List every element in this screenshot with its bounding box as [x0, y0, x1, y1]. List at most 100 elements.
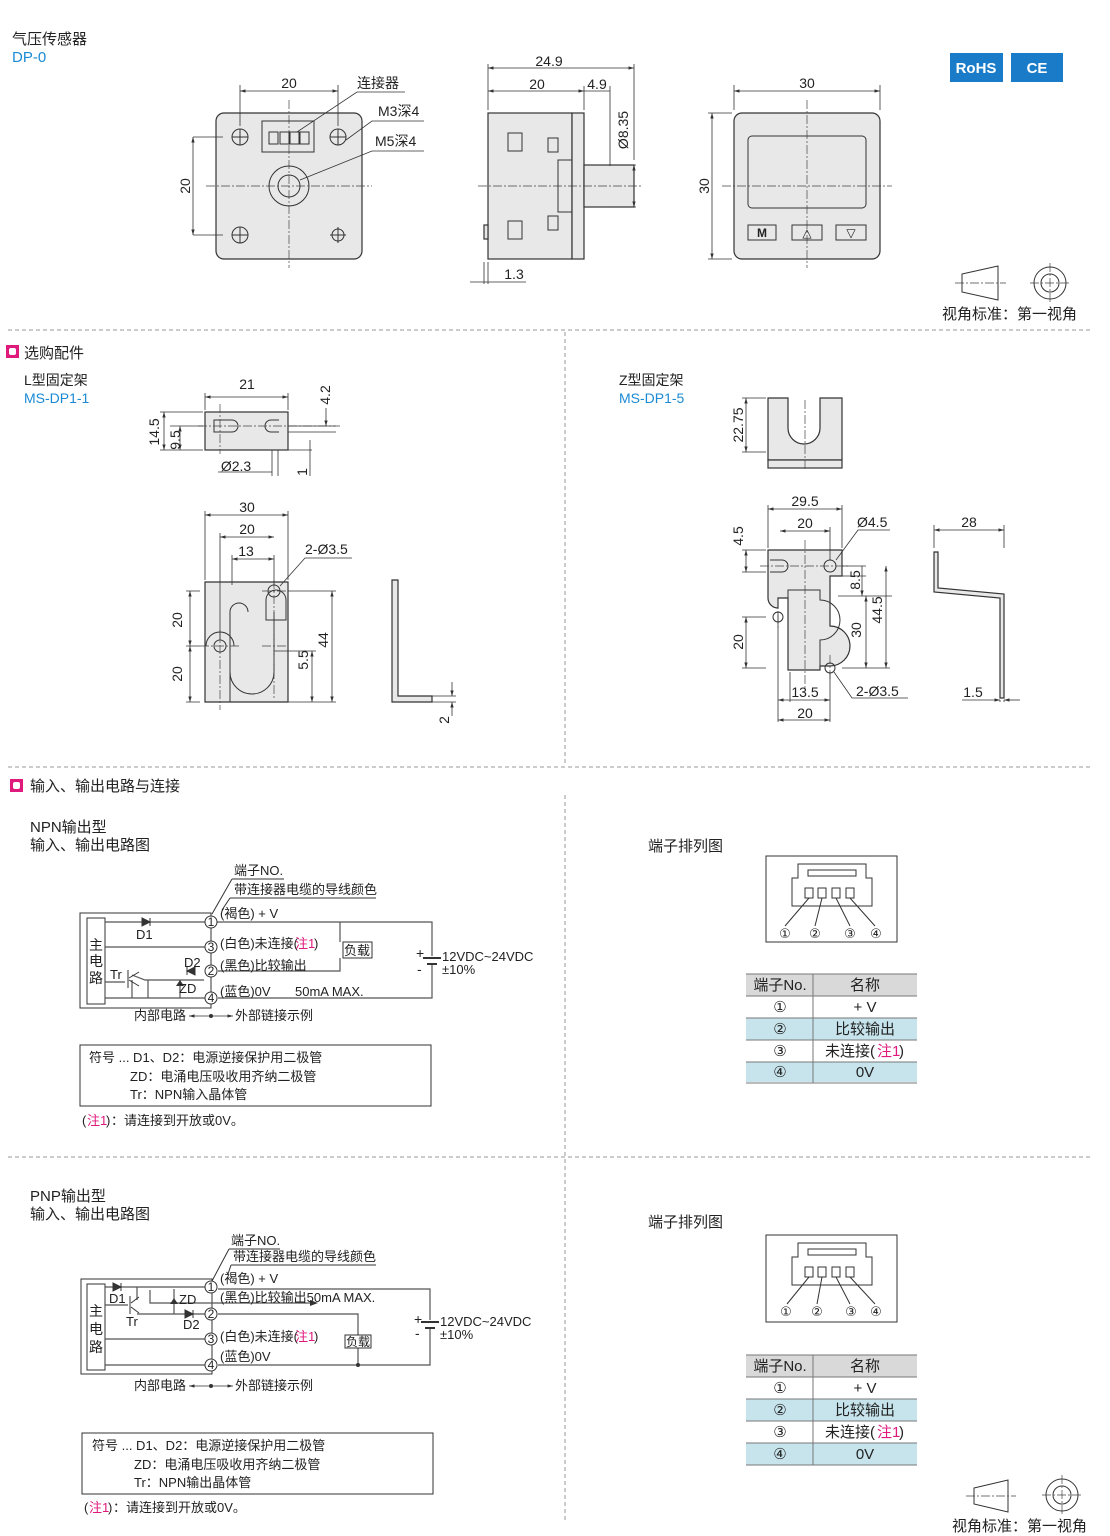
svg-text:3: 3 [208, 940, 215, 954]
svg-text:注1: 注1 [295, 1329, 315, 1344]
svg-text:ZD: ZD [179, 1292, 196, 1307]
z-bracket-name: Z型固定架 [619, 372, 684, 388]
svg-text:②: ② [773, 1402, 786, 1419]
npn-circuit-diagram: 端子NO. 带连接器电缆的导线颜色 主 电 路 D1 D2 ZD Tr 1324… [79, 863, 533, 1023]
svg-text:20: 20 [730, 634, 746, 650]
svg-text:4.9: 4.9 [587, 76, 607, 92]
svg-text:2: 2 [208, 1307, 215, 1321]
svg-text:路: 路 [89, 970, 103, 986]
svg-text:外部链接示例: 外部链接示例 [235, 1008, 313, 1023]
svg-text:(黑色)比较输出: (黑色)比较输出 [220, 958, 307, 973]
svg-text:ZD: ZD [179, 981, 196, 996]
svg-text:-: - [417, 961, 422, 977]
connector-pin-diagram: ① ② ③ ④ [765, 1234, 898, 1323]
svg-text:): ) [899, 1424, 904, 1441]
svg-text:22.75: 22.75 [730, 407, 746, 442]
connector-label: 连接器 [357, 75, 399, 91]
svg-text:①: ① [773, 999, 786, 1016]
svg-text:ZD：电涌电压吸收用齐纳二极管: ZD：电涌电压吸收用齐纳二极管 [130, 1069, 316, 1084]
svg-text:0V: 0V [856, 1446, 874, 1463]
display-view: M △ ▽ 30 30 [696, 75, 892, 268]
svg-text:20: 20 [797, 515, 813, 531]
svg-text:③: ③ [773, 1043, 786, 1060]
options-heading: 选购配件 [24, 345, 84, 362]
svg-text:符号 ... D1、D2：电源逆接保护用二极管: 符号 ... D1、D2：电源逆接保护用二极管 [89, 1050, 322, 1065]
svg-text:20: 20 [169, 612, 185, 628]
svg-text:②: ② [773, 1021, 786, 1038]
svg-text:+ V: + V [854, 999, 877, 1016]
svg-text:主: 主 [89, 1303, 103, 1319]
svg-text:③: ③ [844, 926, 856, 941]
svg-text:20: 20 [177, 178, 193, 194]
svg-text:13: 13 [238, 543, 254, 559]
svg-text:): ) [108, 1500, 112, 1515]
svg-text:0V: 0V [856, 1064, 874, 1081]
svg-text:20: 20 [169, 666, 185, 682]
svg-text:D2: D2 [183, 1317, 200, 1332]
svg-text:外部链接示例: 外部链接示例 [235, 1378, 313, 1393]
npn-title: NPN输出型 [30, 819, 107, 836]
svg-text:±10%: ±10% [440, 1327, 474, 1342]
svg-text:D1: D1 [109, 1291, 126, 1306]
svg-text:内部电路: 内部电路 [134, 1378, 186, 1393]
svg-text:): ) [314, 1329, 318, 1344]
svg-text:13.5: 13.5 [791, 684, 818, 700]
svg-text:20: 20 [529, 76, 545, 92]
pin-layout-title: 端子排列图 [648, 838, 723, 855]
svg-text:①: ① [773, 1380, 786, 1397]
svg-text:(蓝色)0V: (蓝色)0V [220, 1349, 271, 1364]
svg-text:4: 4 [208, 991, 215, 1005]
svg-text:D2: D2 [184, 955, 201, 970]
svg-text:Tr：NPN输入晶体管: Tr：NPN输入晶体管 [130, 1087, 247, 1102]
svg-text:注1: 注1 [295, 936, 315, 951]
svg-text:30: 30 [799, 75, 815, 91]
svg-text:21: 21 [239, 376, 255, 392]
svg-text:注1: 注1 [877, 1043, 900, 1060]
z-bracket-drawing: 22.75 29.5 20 Ø4.5 4.5 8.5 30 44.5 20 13… [730, 397, 1020, 722]
svg-text:+ V: + V [854, 1380, 877, 1397]
svg-text:ZD：电涌电压吸收用齐纳二极管: ZD：电涌电压吸收用齐纳二极管 [134, 1457, 320, 1472]
svg-text:2-Ø3.5: 2-Ø3.5 [305, 541, 348, 557]
svg-text:④: ④ [773, 1446, 786, 1463]
svg-text:带连接器电缆的导线颜色: 带连接器电缆的导线颜色 [234, 882, 377, 897]
svg-text:2: 2 [208, 964, 215, 978]
svg-text:名称: 名称 [850, 977, 880, 994]
svg-text:(褐色) + V: (褐色) + V [220, 1271, 278, 1286]
load-label: 负载 [346, 1335, 370, 1349]
svg-text:端子No.: 端子No. [753, 977, 806, 994]
svg-text:50mA MAX.: 50mA MAX. [295, 984, 364, 999]
svg-text:Tr：NPN输出晶体管: Tr：NPN输出晶体管 [134, 1475, 251, 1490]
svg-text:RoHS: RoHS [956, 60, 997, 77]
svg-text:4.2: 4.2 [317, 385, 333, 405]
svg-text:-: - [415, 1325, 420, 1341]
svg-text:44: 44 [315, 632, 331, 648]
svg-text:注1: 注1 [877, 1424, 900, 1441]
svg-text:28: 28 [961, 514, 977, 530]
svg-text:20: 20 [797, 705, 813, 721]
svg-text:①: ① [780, 1304, 792, 1319]
svg-text:Tr: Tr [110, 967, 122, 982]
svg-text:符号 ... D1、D2：电源逆接保护用二极管: 符号 ... D1、D2：电源逆接保护用二极管 [92, 1438, 325, 1453]
circuits-heading: 输入、输出电路与连接 [30, 778, 180, 795]
svg-text:(白色)未连接(: (白色)未连接( [220, 936, 299, 951]
svg-text:30: 30 [696, 178, 712, 194]
svg-text:(褐色) + V: (褐色) + V [220, 906, 278, 921]
rohs-badge: RoHS [950, 53, 1003, 82]
svg-text:D1: D1 [136, 927, 153, 942]
svg-text:5.5: 5.5 [295, 650, 311, 670]
svg-text:①: ① [779, 926, 791, 941]
svg-text:未连接(: 未连接( [825, 1424, 875, 1441]
svg-text:注1: 注1 [87, 1113, 107, 1128]
product-title: 气压传感器 [12, 31, 87, 48]
load-label: 负载 [344, 943, 370, 958]
svg-text:②: ② [809, 926, 821, 941]
svg-text:12VDC~24VDC: 12VDC~24VDC [440, 1314, 531, 1329]
svg-text:Tr: Tr [126, 1314, 138, 1329]
svg-text:24.9: 24.9 [535, 53, 562, 69]
svg-text:端子NO.: 端子NO. [231, 1233, 280, 1248]
z-bracket-model: MS-DP1-5 [619, 390, 685, 406]
svg-text:④: ④ [870, 926, 882, 941]
svg-text:：请连接到开放或0V。: ：请连接到开放或0V。 [111, 1113, 244, 1128]
svg-text:4: 4 [208, 1358, 215, 1372]
